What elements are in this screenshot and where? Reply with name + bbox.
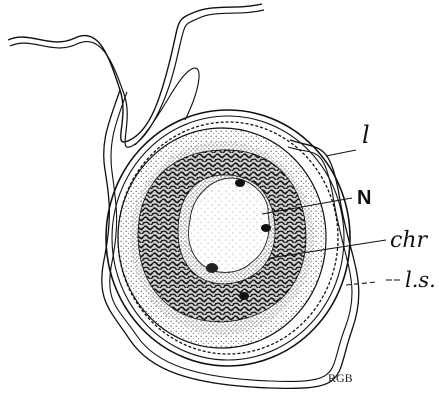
label-chr: chr (390, 228, 428, 253)
label-nucleus: N (357, 187, 371, 209)
label-l: l (362, 121, 370, 149)
label-ls: l.s. (405, 268, 436, 292)
artist-monogram: RGB (328, 371, 353, 385)
